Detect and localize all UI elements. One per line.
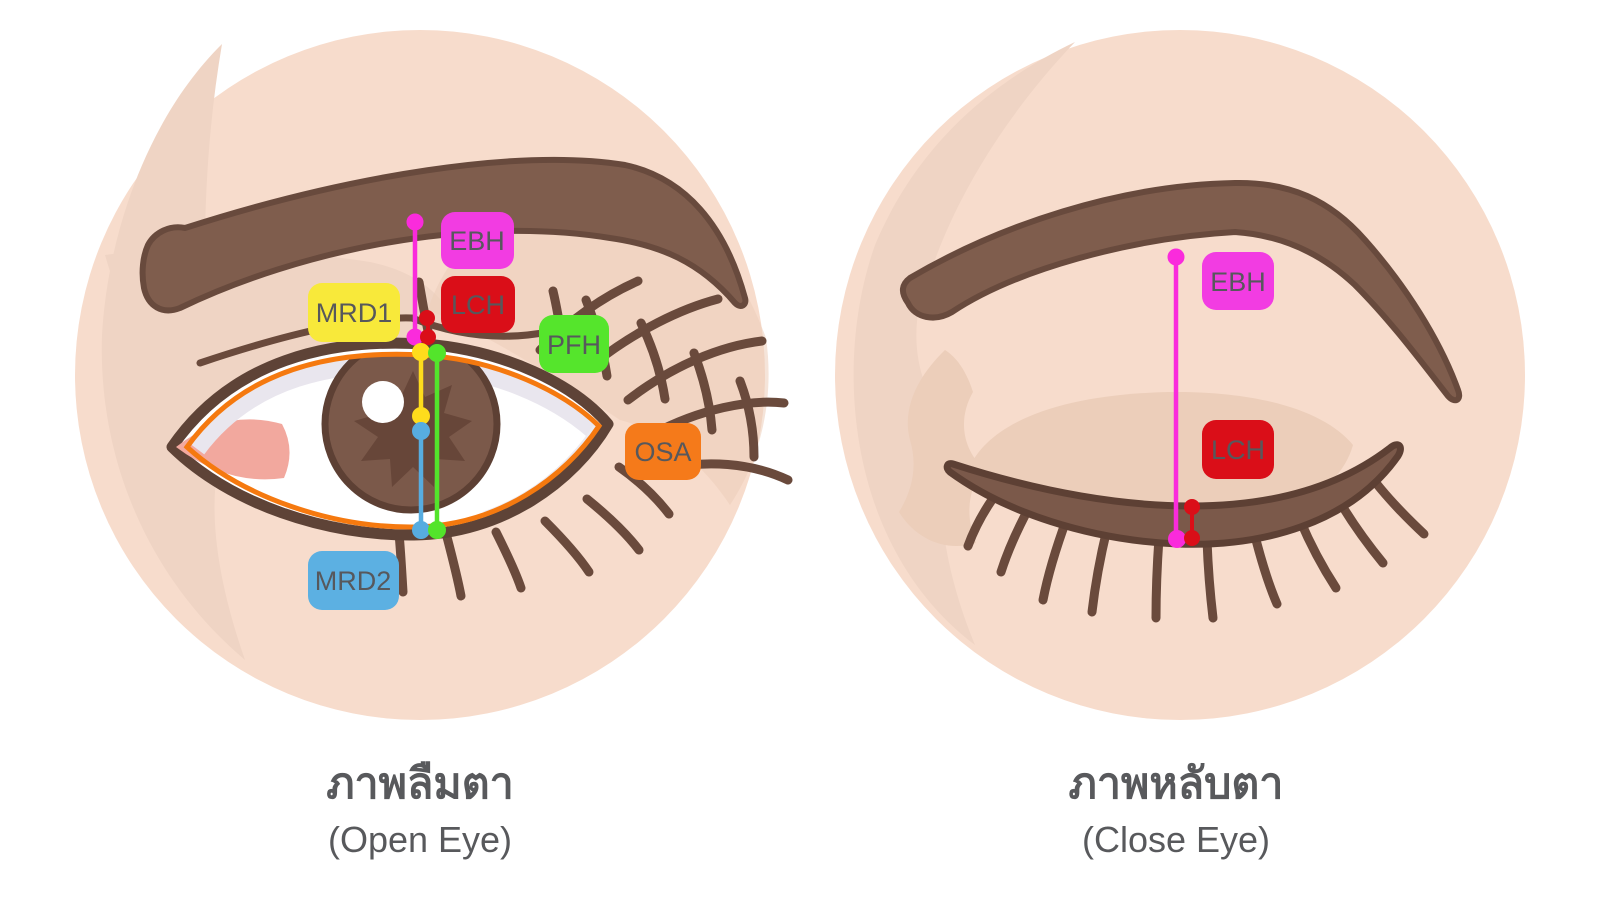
label-pfh: PFH (539, 315, 609, 373)
close-eye-panel: EBH LCH ภาพหลับตา (Close Eye) (835, 30, 1525, 860)
nose-bridge-shadow (899, 350, 983, 547)
pfh-measure-line (428, 344, 446, 539)
lch-measure-line (419, 310, 436, 345)
label-ebh: EBH (441, 212, 514, 269)
label-ebh: EBH (1202, 252, 1274, 310)
svg-text:LCH: LCH (1211, 435, 1265, 465)
close-eye-caption-english: (Close Eye) (1082, 819, 1270, 860)
svg-text:MRD2: MRD2 (315, 566, 392, 596)
eyebrow (139, 156, 749, 314)
svg-text:MRD1: MRD1 (316, 298, 393, 328)
palpebral-fissure-outline (183, 351, 603, 530)
close-eye-caption-thai: ภาพหลับตา (1069, 760, 1284, 808)
eyebrow (900, 179, 1463, 404)
label-lch: LCH (441, 276, 515, 333)
label-osa: OSA (625, 423, 701, 480)
label-lch: LCH (1202, 420, 1274, 479)
svg-text:EBH: EBH (449, 226, 505, 256)
closed-eyelid (943, 441, 1404, 548)
open-eye (166, 337, 614, 541)
eyelid-crease-line (196, 314, 552, 367)
mrd2-measure-line (412, 422, 430, 539)
ebh-measure-line (1167, 248, 1186, 548)
open-eye-panel: EBH LCH MRD1 PFH OSA MRD2 ภาพลืมตา (Open… (75, 30, 793, 860)
label-mrd1: MRD1 (308, 283, 400, 342)
svg-text:PFH: PFH (547, 330, 601, 360)
lower-lashes (394, 462, 674, 601)
svg-text:LCH: LCH (451, 290, 505, 320)
mrd1-measure-line (412, 343, 430, 425)
open-eye-caption-thai: ภาพลืมตา (326, 760, 514, 808)
lch-measure-line (1184, 499, 1200, 546)
svg-text:OSA: OSA (634, 437, 691, 467)
label-mrd2: MRD2 (308, 551, 399, 610)
open-eye-caption-english: (Open Eye) (328, 819, 512, 860)
iris-highlight (362, 381, 404, 423)
svg-text:EBH: EBH (1210, 267, 1266, 297)
